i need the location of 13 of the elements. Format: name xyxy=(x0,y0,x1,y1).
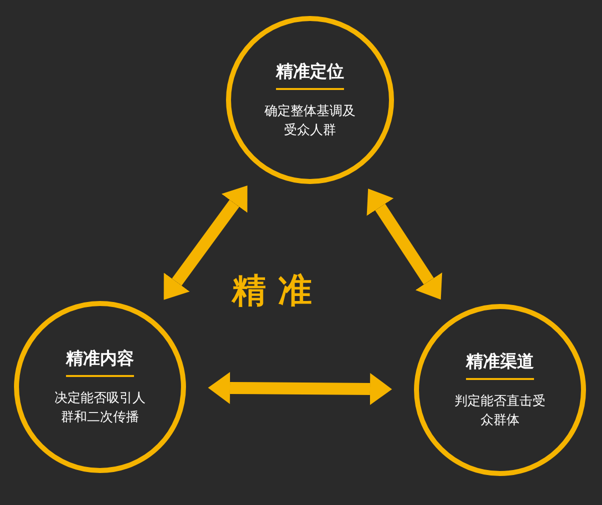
node-title: 精准渠道 xyxy=(466,350,534,380)
double-arrow xyxy=(208,372,392,406)
circle-node xyxy=(226,16,394,184)
double-arrow xyxy=(164,186,248,300)
center-label: 精准 xyxy=(232,270,324,313)
node-title: 精准定位 xyxy=(276,60,344,90)
circle-node xyxy=(414,304,586,476)
node-description: 确定整体基调及受众人群 xyxy=(264,103,356,140)
node-description: 判定能否直击受众群体 xyxy=(454,393,546,430)
double-arrow xyxy=(366,188,442,300)
circle-node xyxy=(14,301,186,473)
node-title: 精准内容 xyxy=(66,347,134,377)
node-description: 决定能否吸引人群和二次传播 xyxy=(54,390,146,427)
